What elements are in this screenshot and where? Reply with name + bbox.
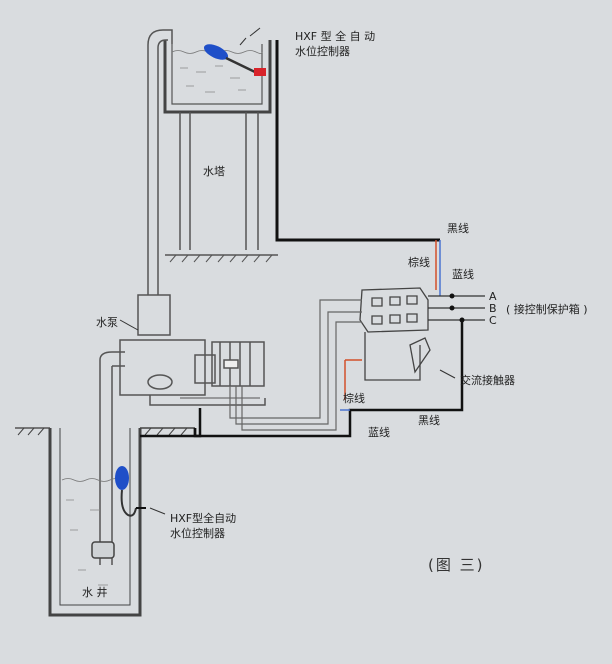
bottom-controller-label-line1: HXF型全自动 — [170, 512, 237, 525]
bottom-controller-label-line2: 水位控制器 — [170, 527, 225, 540]
well-float-switch — [115, 466, 137, 517]
phase-a-label: A — [489, 290, 497, 303]
pump — [99, 294, 266, 565]
well-label: 水 井 — [82, 586, 108, 599]
wiring — [136, 40, 485, 509]
pump-label: 水泵 — [96, 316, 118, 329]
water-tower-label: 水塔 — [203, 165, 225, 178]
contactor — [359, 287, 431, 381]
brown-wire-bottom-label: 棕线 — [343, 392, 365, 405]
contactor-label: 交流接触器 — [460, 374, 515, 387]
pointer-lines — [119, 27, 456, 515]
blue-wire-top-label: 蓝线 — [452, 268, 474, 281]
protection-box-label: ( 接控制保护箱 ) — [506, 303, 588, 316]
delivery-pipe — [147, 29, 173, 295]
black-wire-bottom-label: 黑线 — [418, 414, 440, 427]
black-wire-top-label: 黑线 — [447, 222, 469, 235]
blue-wire-bottom-label: 蓝线 — [368, 426, 390, 439]
phase-c-label: C — [489, 314, 497, 327]
top-controller-label-line2: 水位控制器 — [295, 45, 350, 58]
tower-float-switch — [203, 37, 266, 76]
top-controller-label-line1: HXF 型 全 自 动 — [295, 30, 376, 43]
phase-b-label: B — [489, 302, 497, 315]
brown-wire-top-label: 棕线 — [408, 256, 430, 269]
water-tower — [163, 40, 278, 263]
figure-caption: (图 三) — [428, 556, 485, 574]
